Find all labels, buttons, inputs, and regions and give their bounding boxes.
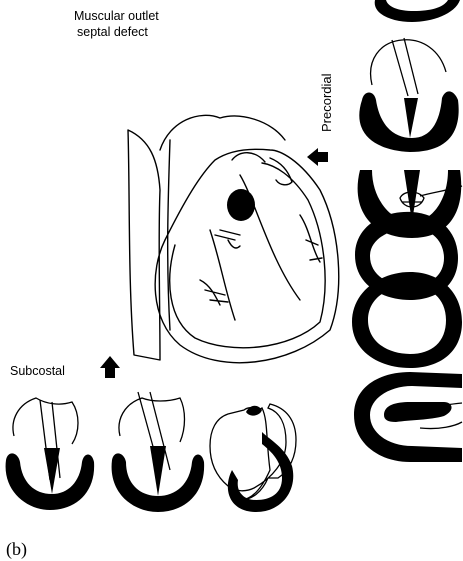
heart-illustration — [128, 115, 339, 362]
title-line-1: Muscular outlet — [74, 9, 159, 23]
precordial-arrow-icon — [307, 148, 328, 166]
subcostal-arrow-icon — [100, 356, 120, 378]
subcostal-label: Subcostal — [10, 364, 65, 378]
septal-defect-marker — [227, 189, 255, 221]
precordial-label: Precordial — [319, 73, 334, 132]
title-line-2: septal defect — [77, 25, 148, 39]
precordial-sections — [352, 0, 462, 462]
panel-label: (b) — [6, 539, 27, 560]
subcostal-sections — [6, 392, 296, 512]
